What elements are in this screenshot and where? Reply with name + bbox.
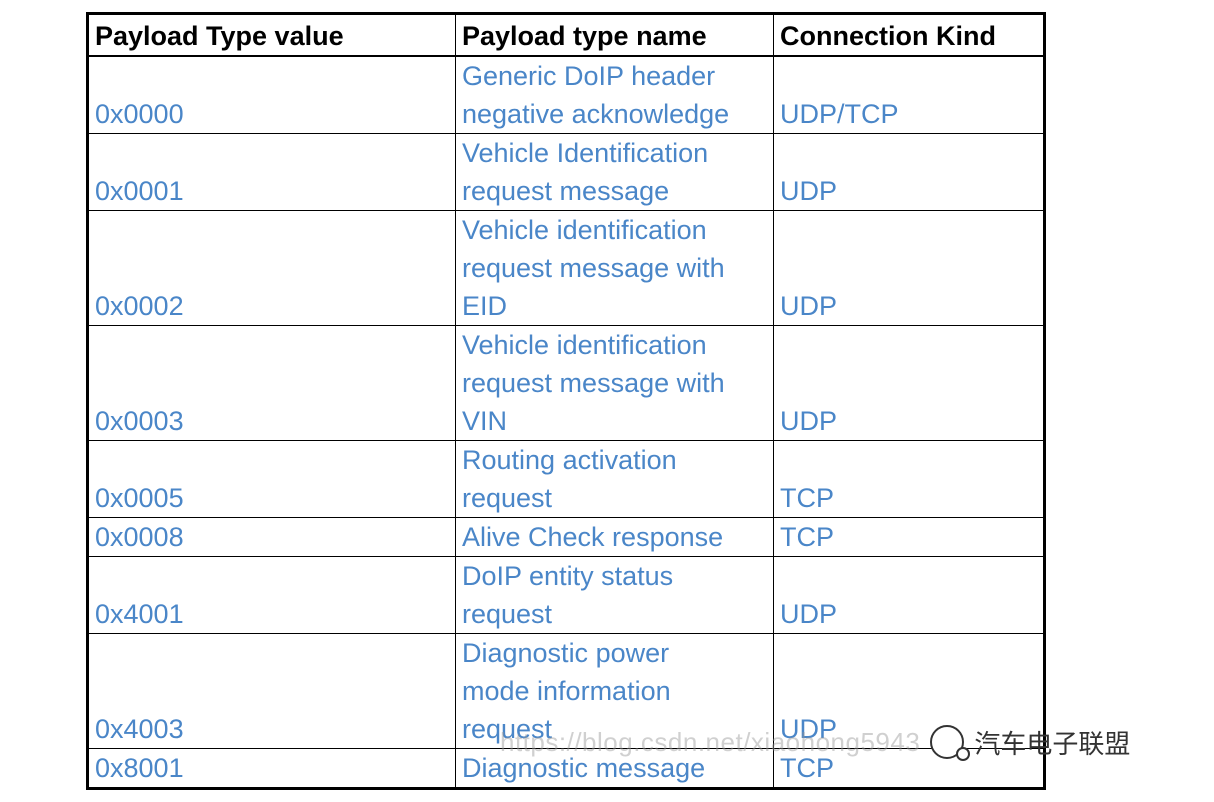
payload-type-name-line: Alive Check response bbox=[462, 522, 724, 552]
table-header-row: Payload Type value Payload type name Con… bbox=[86, 12, 1046, 57]
payload-type-name-line: Vehicle identification bbox=[462, 330, 707, 360]
payload-type-value-cell: 0x4001 bbox=[86, 556, 456, 634]
payload-type-name-line: request bbox=[462, 483, 553, 513]
payload-type-name-line: request bbox=[462, 599, 553, 629]
connection-kind-cell: TCP bbox=[773, 748, 1046, 790]
payload-type-name-cell: Diagnostic message bbox=[455, 748, 774, 790]
payload-type-name-line: EID bbox=[462, 291, 508, 321]
payload-type-name-line: Generic DoIP header bbox=[462, 61, 716, 91]
payload-type-value-cell: 0x0000 bbox=[86, 55, 456, 134]
payload-type-name-cell: Routing activation request bbox=[455, 440, 774, 518]
payload-type-value-cell: 0x4003 bbox=[86, 633, 456, 749]
payload-type-name-line: negative acknowledge bbox=[462, 99, 730, 129]
payload-type-name-cell: DoIP entity status request bbox=[455, 556, 774, 634]
payload-type-name-line: Vehicle Identification bbox=[462, 138, 709, 168]
payload-type-name-line: VIN bbox=[462, 406, 508, 436]
payload-type-name-cell: Vehicle identification request message wi… bbox=[455, 210, 774, 326]
payload-type-name-cell: Diagnostic power mode information request bbox=[455, 633, 774, 749]
payload-type-name-line: DoIP entity status bbox=[462, 561, 674, 591]
connection-kind-cell: UDP/TCP bbox=[773, 55, 1046, 134]
connection-kind-cell: TCP bbox=[773, 517, 1046, 557]
payload-type-name-line: Diagnostic message bbox=[462, 753, 706, 783]
payload-type-name-line: Vehicle identification bbox=[462, 215, 707, 245]
connection-kind-cell: TCP bbox=[773, 440, 1046, 518]
payload-type-name-cell: Alive Check response bbox=[455, 517, 774, 557]
payload-type-name-line: Routing activation bbox=[462, 445, 677, 475]
connection-kind-cell: UDP bbox=[773, 133, 1046, 211]
payload-type-value-cell: 0x0005 bbox=[86, 440, 456, 518]
payload-type-name-line: request message with bbox=[462, 253, 725, 283]
connection-kind-cell: UDP bbox=[773, 556, 1046, 634]
payload-type-name-line: Diagnostic power bbox=[462, 638, 670, 668]
connection-kind-cell: UDP bbox=[773, 210, 1046, 326]
payload-type-value-cell: 0x0002 bbox=[86, 210, 456, 326]
connection-kind-cell: UDP bbox=[773, 325, 1046, 441]
header-payload-type-value: Payload Type value bbox=[86, 12, 456, 57]
payload-type-table: Payload Type value Payload type name Con… bbox=[86, 12, 1046, 790]
payload-type-name-line: request message bbox=[462, 176, 670, 206]
payload-type-value-cell: 0x0008 bbox=[86, 517, 456, 557]
header-connection-kind: Connection Kind bbox=[773, 12, 1046, 57]
payload-type-name-line: request message with bbox=[462, 368, 725, 398]
connection-kind-cell: UDP bbox=[773, 633, 1046, 749]
payload-type-value-cell: 0x0001 bbox=[86, 133, 456, 211]
payload-type-value-cell: 0x8001 bbox=[86, 748, 456, 790]
payload-type-name-cell: Vehicle identification request message wi… bbox=[455, 325, 774, 441]
payload-type-value-cell: 0x0003 bbox=[86, 325, 456, 441]
payload-type-name-line: request bbox=[462, 714, 553, 744]
payload-type-name-cell: Vehicle Identification request message bbox=[455, 133, 774, 211]
payload-type-name-line: mode information bbox=[462, 676, 671, 706]
header-payload-type-name: Payload type name bbox=[455, 12, 774, 57]
payload-type-name-cell: Generic DoIP header negative acknowledge bbox=[455, 55, 774, 134]
payload-type-table-container: Payload Type value Payload type name Con… bbox=[86, 12, 1046, 790]
